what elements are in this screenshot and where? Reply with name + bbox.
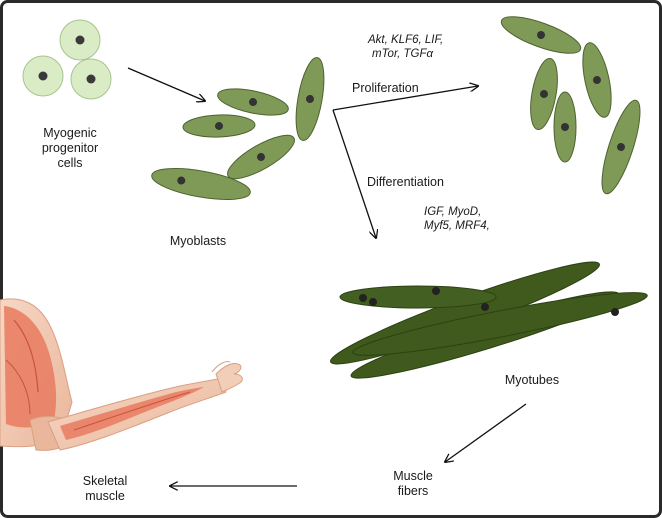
proliferated-cell — [500, 16, 582, 54]
myoblast-cell — [151, 168, 251, 200]
myotube-nucleus — [611, 308, 619, 316]
myoblast-cell — [295, 57, 325, 141]
proliferated-cells — [500, 16, 641, 195]
progenitor-cells — [22, 19, 112, 100]
myotubes-label: Myotubes — [504, 373, 560, 387]
progenitor-label: Myogenic progenitor cells — [30, 126, 110, 171]
muscle-fibers-label: Muscle fibers — [378, 469, 448, 499]
differentiation-factors-line-1: IGF, MyoD, — [424, 206, 482, 218]
skeletal-muscle-label-line-1: Skeletal — [82, 474, 128, 488]
progenitor-nucleus — [75, 35, 85, 45]
myotube — [352, 292, 648, 356]
myoblast-cell — [182, 114, 256, 138]
skeletal-muscle-label-line-2: muscle — [85, 489, 125, 503]
proliferation-factors: Akt, KLF6, LIF, mTor, TGFα — [368, 33, 443, 61]
skeletal-muscle-arm-icon — [0, 298, 243, 451]
skeletal-muscle-label: Skeletal muscle — [70, 474, 140, 504]
myotube-nucleus — [369, 298, 377, 306]
myotube — [339, 285, 497, 309]
progenitor-nucleus — [38, 71, 48, 81]
proliferated-cell — [582, 42, 612, 118]
arrow-to-muscle-fibers — [445, 403, 527, 462]
myoblasts-group — [151, 57, 325, 200]
progenitor-nucleus — [86, 74, 96, 84]
progenitor-label-line-3: cells — [57, 156, 83, 170]
muscle-fibers-label-line-2: fibers — [397, 484, 429, 498]
myoblast-cell — [227, 134, 295, 180]
proliferated-cell — [601, 99, 641, 195]
arrow-to-myoblasts — [127, 67, 205, 101]
differentiation-factors: IGF, MyoD, Myf5, MRF4, — [424, 205, 490, 233]
myoblasts-label: Myoblasts — [169, 234, 227, 248]
arrow-differentiation — [332, 109, 376, 238]
proliferated-cell — [553, 91, 577, 163]
progenitor-label-line-2: progenitor — [41, 141, 99, 155]
myotubes-group — [330, 261, 648, 379]
muscle-fibers-label-line-1: Muscle — [393, 469, 433, 483]
proliferation-factors-line-2: mTor, TGFα — [372, 48, 434, 60]
arrow-proliferation — [332, 86, 478, 111]
myoblast-cell — [217, 88, 289, 116]
proliferation-factors-line-1: Akt, KLF6, LIF, — [368, 34, 444, 46]
proliferation-label: Proliferation — [352, 81, 419, 95]
proliferated-cell — [530, 57, 558, 131]
myotube-nucleus — [432, 287, 440, 295]
differentiation-label: Differentiation — [367, 175, 444, 189]
myotube-nucleus — [359, 294, 367, 302]
progenitor-label-line-1: Myogenic — [43, 126, 97, 140]
differentiation-factors-line-2: Myf5, MRF4, — [424, 220, 490, 232]
myotube-nucleus — [481, 303, 489, 311]
